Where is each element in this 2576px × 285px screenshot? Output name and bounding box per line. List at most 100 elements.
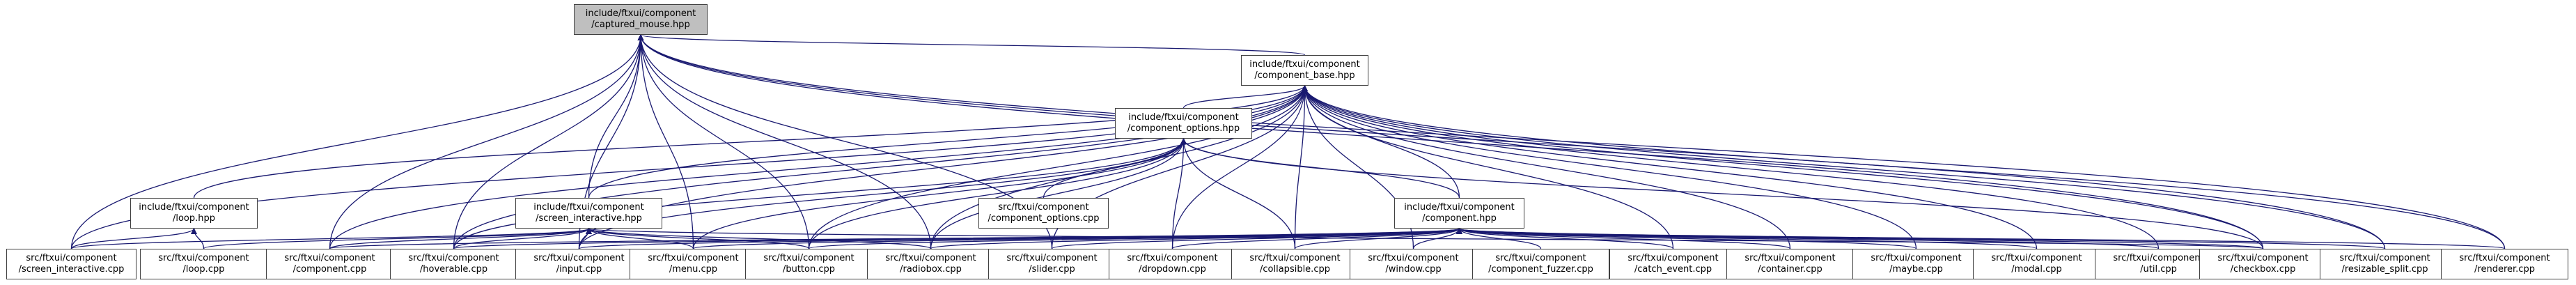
node-path-prefix: src/ftxui/component — [648, 253, 739, 263]
edge-screen_interactive_cpp-to-captured_mouse — [70, 34, 644, 249]
graph-node-checkbox-cpp[interactable]: src/ftxui/component/checkbox.cpp — [2199, 249, 2327, 279]
edge-loop_cpp-to-loop_hpp — [190, 228, 205, 249]
edge-renderer_cpp-to-component_base — [1302, 85, 2506, 249]
node-path-prefix: include/ftxui/component — [139, 202, 249, 213]
graph-node-component-options-cpp[interactable]: src/ftxui/component/component_options.cp… — [978, 198, 1109, 229]
node-file-name: /container.cpp — [1758, 264, 1822, 275]
edge-menu_cpp-to-screen_interactive_hpp — [586, 228, 694, 249]
node-file-name: /collapsible.cpp — [1260, 264, 1330, 275]
edge-checkbox_cpp-to-captured_mouse — [637, 34, 2264, 249]
edge-hoverable_cpp-to-screen_interactive_hpp — [453, 228, 592, 249]
node-path-prefix: src/ftxui/component — [998, 202, 1089, 213]
edge-radiobox_cpp-to-component_hpp — [930, 228, 1462, 249]
graph-node-resizable-split-cpp[interactable]: src/ftxui/component/resizable_split.cpp — [2320, 249, 2450, 279]
node-path-prefix: src/ftxui/component — [1006, 253, 1098, 263]
node-path-prefix: include/ftxui/component — [1404, 202, 1515, 213]
graph-node-screen-interactive-cpp[interactable]: src/ftxui/component/screen_interactive.c… — [6, 249, 136, 279]
edge-component_cpp-to-captured_mouse — [329, 34, 644, 249]
node-file-name: /resizable_split.cpp — [2341, 264, 2428, 275]
graph-node-modal-cpp[interactable]: src/ftxui/component/modal.cpp — [1973, 249, 2100, 279]
edge-slider_cpp-to-component_hpp — [1051, 228, 1462, 249]
graph-node-captured-mouse[interactable]: include/ftxui/component/captured_mouse.h… — [574, 4, 708, 35]
edge-resizable_split_cpp-to-component_hpp — [1456, 228, 2386, 249]
edge-component_base-to-captured_mouse — [637, 34, 1306, 56]
edge-screen_interactive_hpp-to-component_base — [588, 85, 1308, 199]
edge-button_cpp-to-component_base — [808, 85, 1309, 249]
node-file-name: /util.cpp — [2140, 264, 2177, 275]
graph-node-input-cpp[interactable]: src/ftxui/component/input.cpp — [515, 249, 643, 279]
graph-node-component-hpp[interactable]: include/ftxui/component/component.hpp — [1394, 198, 1524, 229]
node-path-prefix: include/ftxui/component — [585, 8, 696, 19]
node-path-prefix: src/ftxui/component — [763, 253, 854, 263]
graph-node-loop-cpp[interactable]: src/ftxui/component/loop.cpp — [140, 249, 267, 279]
node-path-prefix: src/ftxui/component — [1495, 253, 1586, 263]
node-file-name: /maybe.cpp — [1889, 264, 1943, 275]
graph-node-hoverable-cpp[interactable]: src/ftxui/component/hoverable.cpp — [390, 249, 517, 279]
node-path-prefix: src/ftxui/component — [284, 253, 375, 263]
edge-maybe_cpp-to-component_base — [1302, 85, 1917, 249]
node-path-prefix: src/ftxui/component — [2217, 253, 2309, 263]
node-file-name: /loop.hpp — [172, 213, 216, 224]
graph-node-component-base[interactable]: include/ftxui/component/component_base.h… — [1241, 55, 1368, 86]
edge-collapsible_cpp-to-component_base — [1294, 85, 1309, 249]
node-file-name: /component_base.hpp — [1254, 70, 1355, 81]
edge-checkbox_cpp-to-component_hpp — [1456, 228, 2264, 249]
graph-node-container-cpp[interactable]: src/ftxui/component/container.cpp — [1726, 249, 1854, 279]
graph-node-button-cpp[interactable]: src/ftxui/component/button.cpp — [745, 249, 873, 279]
graph-node-dropdown-cpp[interactable]: src/ftxui/component/dropdown.cpp — [1109, 249, 1236, 279]
node-path-prefix: include/ftxui/component — [533, 202, 644, 213]
node-path-prefix: src/ftxui/component — [2339, 253, 2430, 263]
graph-node-component-options-hpp[interactable]: include/ftxui/component/component_option… — [1115, 108, 1252, 139]
graph-node-collapsible-cpp[interactable]: src/ftxui/component/collapsible.cpp — [1231, 249, 1359, 279]
graph-node-util-cpp[interactable]: src/ftxui/component/util.cpp — [2095, 249, 2222, 279]
graph-node-window-cpp[interactable]: src/ftxui/component/window.cpp — [1350, 249, 1477, 279]
node-file-name: /component.hpp — [1422, 213, 1497, 224]
edge-loop_hpp-to-component_base — [193, 85, 1308, 199]
edge-modal_cpp-to-component_base — [1302, 85, 2038, 249]
node-path-prefix: src/ftxui/component — [1991, 253, 2082, 263]
graph-node-menu-cpp[interactable]: src/ftxui/component/menu.cpp — [630, 249, 757, 279]
edge-menu_cpp-to-captured_mouse — [637, 34, 694, 249]
edge-hoverable_cpp-to-component_options_hpp — [453, 138, 1187, 249]
graph-node-maybe-cpp[interactable]: src/ftxui/component/maybe.cpp — [1852, 249, 1980, 279]
node-path-prefix: src/ftxui/component — [26, 253, 117, 263]
edge-screen_interactive_cpp-to-screen_interactive_hpp — [70, 228, 592, 249]
graph-node-slider-cpp[interactable]: src/ftxui/component/slider.cpp — [988, 249, 1116, 279]
edge-catch_event_cpp-to-component_base — [1301, 85, 1674, 249]
edge-loop_cpp-to-screen_interactive_hpp — [203, 228, 592, 249]
graph-node-loop-hpp[interactable]: include/ftxui/component/loop.hpp — [130, 198, 258, 229]
node-path-prefix: src/ftxui/component — [1871, 253, 1962, 263]
node-file-name: /slider.cpp — [1029, 264, 1075, 275]
node-file-name: /modal.cpp — [2011, 264, 2062, 275]
node-file-name: /screen_interactive.hpp — [536, 213, 642, 224]
edge-maybe_cpp-to-component_hpp — [1456, 228, 1917, 249]
graph-node-renderer-cpp[interactable]: src/ftxui/component/renderer.cpp — [2441, 249, 2568, 279]
edge-checkbox_cpp-to-component_base — [1302, 85, 2264, 249]
node-file-name: /menu.cpp — [669, 264, 718, 275]
edge-radiobox_cpp-to-captured_mouse — [637, 34, 932, 249]
edge-collapsible_cpp-to-component_options_hpp — [1180, 138, 1296, 249]
edge-checkbox_cpp-to-component_options_hpp — [1180, 138, 2264, 249]
graph-node-catch-event-cpp[interactable]: src/ftxui/component/catch_event.cpp — [1609, 249, 1737, 279]
node-file-name: /window.cpp — [1385, 264, 1442, 275]
edge-button_cpp-to-component_options_hpp — [808, 138, 1187, 249]
node-file-name: /hoverable.cpp — [419, 264, 488, 275]
node-file-name: /catch_event.cpp — [1634, 264, 1712, 275]
graph-node-screen-interactive-hpp[interactable]: include/ftxui/component/screen_interacti… — [515, 198, 662, 229]
node-path-prefix: include/ftxui/component — [1128, 112, 1239, 123]
node-file-name: /component_options.hpp — [1127, 123, 1240, 134]
graph-node-radiobox-cpp[interactable]: src/ftxui/component/radiobox.cpp — [867, 249, 994, 279]
edge-menu_cpp-to-component_options_hpp — [692, 138, 1187, 249]
edge-checkbox_cpp-to-screen_interactive_hpp — [586, 228, 2264, 249]
node-file-name: /dropdown.cpp — [1139, 264, 1206, 275]
edge-container_cpp-to-component_hpp — [1456, 228, 1791, 249]
graph-node-component-cpp[interactable]: src/ftxui/component/component.cpp — [266, 249, 393, 279]
node-file-name: /component_options.cpp — [988, 213, 1100, 224]
graph-node-component-fuzzer-cpp[interactable]: src/ftxui/component/component_fuzzer.cpp — [1472, 249, 1609, 279]
edge-dropdown_cpp-to-component_base — [1171, 85, 1309, 249]
node-file-name: /radiobox.cpp — [900, 264, 962, 275]
edge-dropdown_cpp-to-component_hpp — [1171, 228, 1462, 249]
edge-radiobox_cpp-to-screen_interactive_hpp — [586, 228, 932, 249]
edge-component_options_hpp-to-component_base — [1182, 85, 1308, 109]
edge-resizable_split_cpp-to-component_base — [1302, 85, 2386, 249]
